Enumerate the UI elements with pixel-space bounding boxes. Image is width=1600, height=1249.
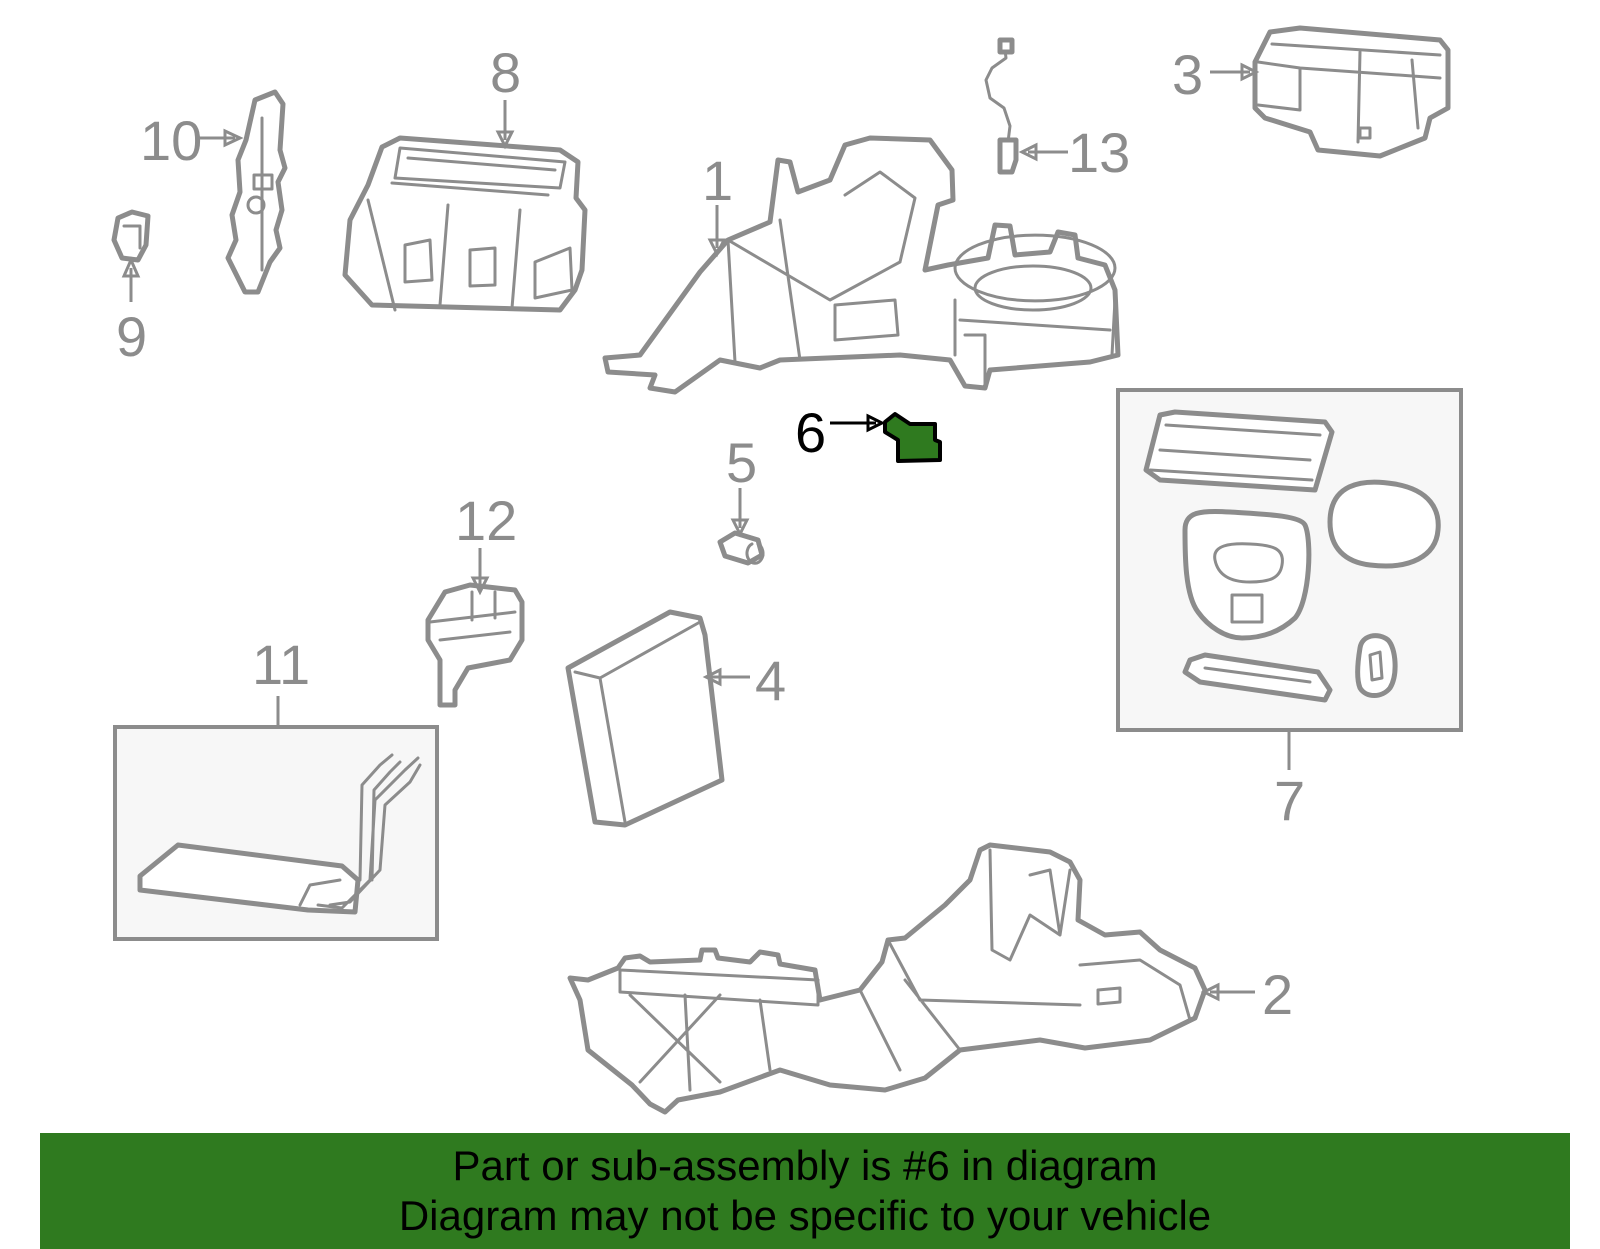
part-3-blower[interactable] <box>1252 25 1451 159</box>
arrow-13 <box>1018 142 1038 162</box>
part-11-heater-core[interactable] <box>137 753 422 915</box>
arrow-5 <box>730 518 750 538</box>
callout-10[interactable]: 10 <box>140 109 202 172</box>
callout-4[interactable]: 4 <box>755 649 786 712</box>
part-6-highlighted[interactable] <box>883 412 942 463</box>
arrow-6 <box>866 413 886 433</box>
part-8-housing[interactable] <box>342 135 588 313</box>
callout-9[interactable]: 9 <box>116 305 147 368</box>
callout-6[interactable]: 6 <box>795 401 826 464</box>
arrow-3 <box>1240 62 1260 82</box>
arrow-2 <box>1200 982 1220 1002</box>
part-13-sensor[interactable] <box>984 37 1019 175</box>
callout-12[interactable]: 12 <box>455 489 517 552</box>
callout-2[interactable]: 2 <box>1262 963 1293 1026</box>
part-5-cylinder[interactable] <box>717 530 765 566</box>
arrow-10 <box>223 128 244 148</box>
arrow-12 <box>470 576 490 596</box>
callout-1[interactable]: 1 <box>702 149 733 212</box>
callout-3[interactable]: 3 <box>1172 43 1203 106</box>
callout-11[interactable]: 11 <box>252 633 310 696</box>
callout-7[interactable]: 7 <box>1274 769 1305 832</box>
banner-line-2: Diagram may not be specific to your vehi… <box>398 1192 1212 1239</box>
info-banner: Part or sub-assembly is #6 in diagram Di… <box>40 1133 1570 1249</box>
part-4-core[interactable] <box>565 609 725 828</box>
callout-8[interactable]: 8 <box>490 41 521 104</box>
callout-13[interactable]: 13 <box>1068 121 1130 184</box>
part-1-upper-case[interactable] <box>602 135 1121 395</box>
part-7-seal-kit[interactable] <box>1143 409 1441 703</box>
arrow-1 <box>707 238 727 258</box>
arrow-4 <box>702 667 722 687</box>
arrow-9 <box>121 256 141 278</box>
part-10-bracket[interactable] <box>225 89 288 295</box>
arrow-8 <box>495 130 515 150</box>
part-2-lower-case[interactable] <box>567 842 1208 1115</box>
callout-5[interactable]: 5 <box>726 431 757 494</box>
part-12-mount[interactable] <box>425 582 525 708</box>
banner-line-1: Part or sub-assembly is #6 in diagram <box>452 1142 1158 1189</box>
part-9-clip[interactable] <box>111 209 151 263</box>
